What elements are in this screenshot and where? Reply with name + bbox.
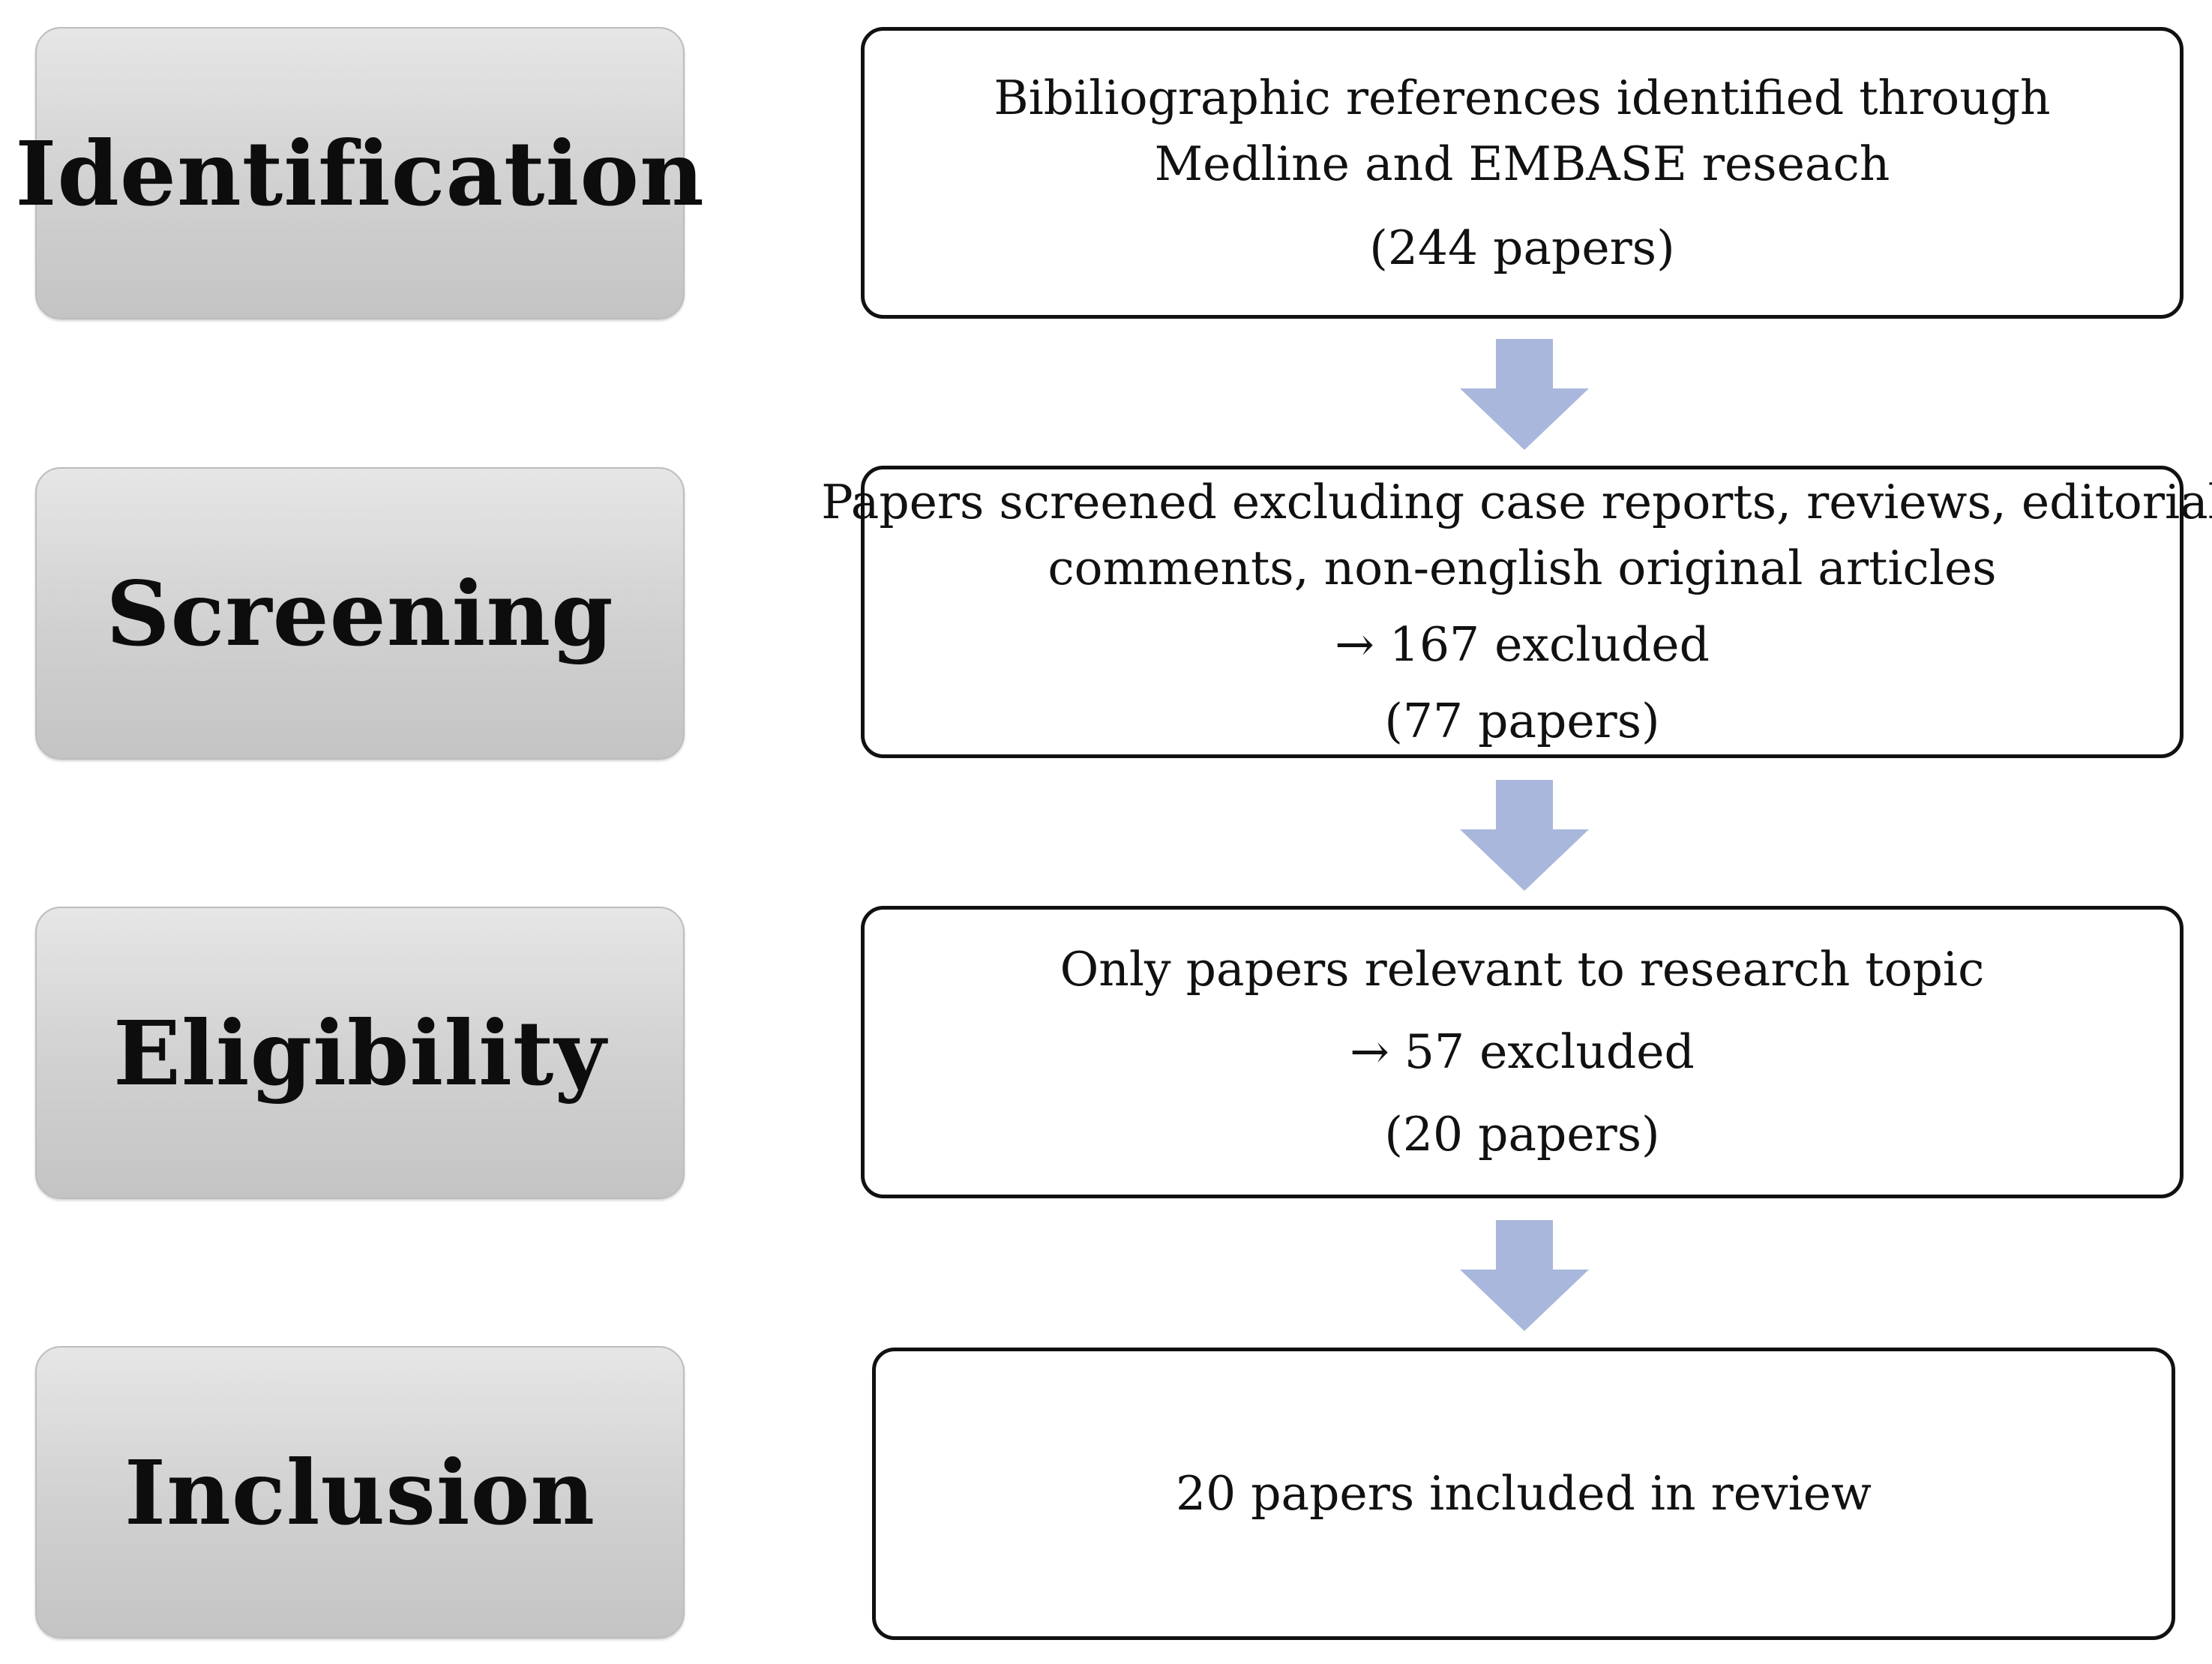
inclusion-text: 20 papers included in review — [1176, 1466, 1872, 1521]
screening-text-line1: Papers screened excluding case reports, … — [821, 475, 2212, 529]
screening-text-line2: comments, non-english original articles — [1048, 541, 1997, 595]
screening-excluded: → 167 excluded — [1335, 617, 1710, 672]
stage-label: Screening — [106, 561, 614, 666]
eligibility-box: Only papers relevant to research topic →… — [861, 906, 2184, 1198]
screening-box: Papers screened excluding case reports, … — [821, 466, 2212, 758]
stage-eligibility: Eligibility — [35, 907, 685, 1199]
identification-text-line1: Bibiliographic references identified thr… — [994, 70, 2051, 125]
stage-identification: Identification — [15, 27, 704, 319]
screening-count: (77 papers) — [1384, 694, 1660, 748]
stage-screening: Screening — [35, 467, 685, 760]
identification-text-line2: Medline and EMBASE reseach — [1154, 136, 1890, 191]
stage-inclusion: Inclusion — [35, 1346, 685, 1639]
stage-label: Eligibility — [113, 1000, 607, 1105]
eligibility-count: (20 papers) — [1384, 1107, 1660, 1162]
eligibility-text-line1: Only papers relevant to research topic — [1060, 942, 1985, 997]
identification-box: Bibiliographic references identified thr… — [861, 27, 2184, 319]
down-arrow-icon — [1460, 339, 1589, 450]
down-arrow-icon — [1460, 780, 1589, 891]
eligibility-excluded: → 57 excluded — [1350, 1024, 1695, 1079]
stage-label: Identification — [15, 121, 705, 226]
down-arrow-icon — [1460, 1220, 1589, 1331]
stage-label: Inclusion — [124, 1440, 596, 1545]
identification-count: (244 papers) — [1369, 220, 1675, 275]
inclusion-box: 20 papers included in review — [872, 1348, 2175, 1640]
